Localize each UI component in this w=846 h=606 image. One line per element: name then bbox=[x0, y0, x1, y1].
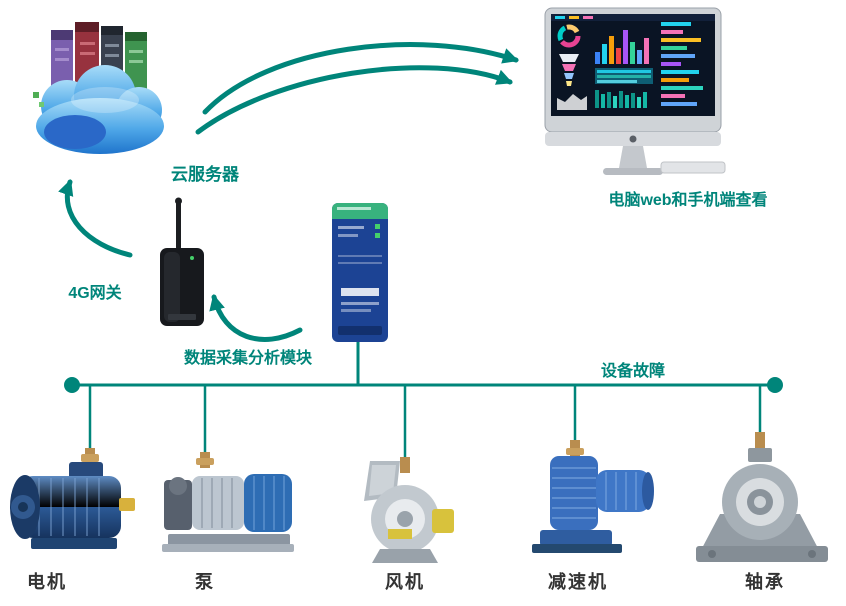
bearing-shaft-collar bbox=[748, 448, 772, 462]
pump-base bbox=[168, 534, 290, 546]
monitor-stand bbox=[619, 146, 647, 168]
pump-icon bbox=[158, 450, 298, 562]
apple-logo bbox=[629, 135, 637, 143]
device-label-reducer: 减速机 bbox=[548, 572, 608, 592]
junction-box bbox=[69, 462, 103, 480]
reducer-base bbox=[540, 530, 612, 546]
antenna bbox=[175, 197, 182, 250]
module-terminal bbox=[338, 326, 382, 335]
gateway-port bbox=[168, 314, 196, 320]
cloud-server-icon bbox=[25, 8, 175, 166]
data-module-label: 数据采集分析模块 bbox=[183, 350, 312, 367]
reducer-motor bbox=[596, 470, 650, 512]
gateway-4g-icon bbox=[148, 196, 218, 336]
module-top-strip bbox=[332, 203, 388, 219]
fan-motor bbox=[432, 509, 454, 533]
monitor-icon bbox=[543, 6, 743, 182]
sensor-stub bbox=[755, 432, 765, 452]
device-label-bearing: 轴承 bbox=[745, 572, 785, 592]
motor-body bbox=[21, 476, 121, 538]
device-label-fan: 风机 bbox=[385, 572, 425, 592]
sensor-stub bbox=[400, 457, 410, 473]
dashboard-widgets bbox=[551, 14, 715, 110]
pump-motor bbox=[244, 474, 292, 532]
cloud-to-monitor-arrow-2 bbox=[195, 65, 513, 135]
device-label-pump: 泵 bbox=[195, 572, 215, 592]
module-led bbox=[375, 224, 380, 229]
motor-feet bbox=[31, 538, 117, 549]
module-body bbox=[332, 203, 388, 342]
pump-head bbox=[164, 480, 192, 530]
module-brand-plate bbox=[341, 288, 379, 296]
bus-endpoint-right bbox=[767, 377, 783, 393]
motor-shaft bbox=[119, 498, 135, 511]
viewer-label: 电脑web和手机端查看 bbox=[608, 192, 768, 209]
data-module-icon bbox=[325, 200, 395, 345]
cloud-shape bbox=[33, 65, 164, 154]
fan-base bbox=[372, 549, 438, 563]
device-fault-label: 设备故障 bbox=[600, 363, 665, 380]
reducer-icon bbox=[520, 438, 660, 568]
bus-endpoint-left bbox=[64, 377, 80, 393]
module-led bbox=[375, 233, 380, 238]
cloud-server-label: 云服务器 bbox=[171, 165, 239, 184]
gateway-4g-label: 4G网关 bbox=[68, 285, 122, 302]
fan-brand-plate bbox=[388, 529, 412, 539]
monitor-base bbox=[603, 168, 663, 175]
bearing-icon bbox=[692, 430, 832, 568]
gateway-to-cloud-arrow bbox=[58, 179, 133, 258]
cloud-to-monitor-arrow-1 bbox=[202, 42, 519, 115]
fan-icon bbox=[348, 455, 463, 567]
motor-icon bbox=[5, 446, 140, 568]
device-label-motor: 电机 bbox=[27, 572, 67, 592]
module-to-gateway-arrow bbox=[209, 294, 303, 342]
led-dot bbox=[39, 102, 44, 107]
status-led bbox=[190, 256, 194, 260]
reducer-gearbox bbox=[550, 456, 598, 530]
pump-casing bbox=[192, 476, 244, 530]
keyboard bbox=[660, 161, 726, 174]
led-dot bbox=[33, 92, 39, 98]
